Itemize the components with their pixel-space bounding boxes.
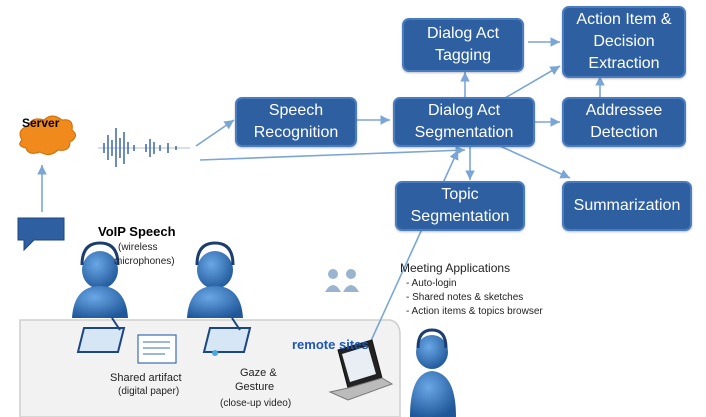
dialog-act-tagging-box: Dialog Act Tagging [402,18,524,72]
voip-sub-1: (wireless [118,242,158,253]
speech-bubble-icon [17,217,65,252]
person-3-icon [410,328,456,417]
paper-document-icon [137,334,177,364]
tablet-2-icon [202,317,252,356]
voip-title: VoIP Speech [98,224,176,239]
server-label: Server [22,116,60,130]
gaze-label-1: Gaze & [240,367,277,379]
meeting-apps-item-2: - Shared notes & sketches [406,292,524,303]
gaze-label-2: Gesture [235,381,275,393]
addressee-detection-box: Addressee Detection [562,97,686,147]
shared-artifact-label: Shared artifact [110,372,182,384]
laptop-icon [328,339,394,401]
person-1-icon [72,241,128,318]
audio-waveform-icon [98,128,190,167]
gaze-sub: (close-up video) [220,398,292,409]
remote-sites-label: remote sites [292,337,369,352]
meeting-apps-item-3: - Action items & topics browser [406,306,543,317]
person-2-icon [187,241,243,318]
meeting-apps-item-1: - Auto-login [406,278,457,289]
summarization-box: Summarization [562,181,692,231]
topic-segmentation-box: Topic Segmentation [395,181,525,231]
shared-artifact-sub: (digital paper) [118,386,180,397]
action-item-extraction-box: Action Item & Decision Extraction [562,6,686,78]
meeting-apps-title: Meeting Applications [400,261,511,275]
server-cloud-icon [19,115,76,156]
tablet-1-icon [76,317,126,353]
dialog-act-segmentation-box: Dialog Act Segmentation [393,97,535,147]
speech-recognition-box: Speech Recognition [235,97,357,147]
remote-people-icon [325,269,359,292]
voip-sub-2: microphones) [114,256,175,267]
